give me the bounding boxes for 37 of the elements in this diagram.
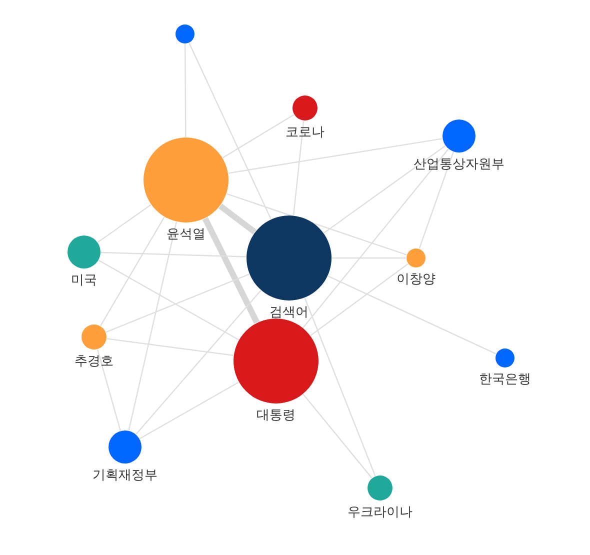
connector-line xyxy=(100,216,165,326)
connector-line xyxy=(218,204,257,234)
connector-line xyxy=(139,382,239,440)
connector-line xyxy=(328,276,496,354)
node-label: 이창양 xyxy=(396,272,436,288)
node-label: 미국 xyxy=(71,273,97,289)
node-label: 윤석열 xyxy=(166,227,206,243)
connector-line xyxy=(226,193,407,256)
connector-line xyxy=(332,257,406,259)
connector-line xyxy=(304,298,376,476)
connector-line xyxy=(188,42,272,220)
node-label: 한국은행 xyxy=(479,372,531,388)
node-label: 대통령 xyxy=(256,408,296,424)
connector-line xyxy=(302,394,372,478)
connector-line xyxy=(310,263,408,336)
node-label: 코로나 xyxy=(286,125,324,141)
node-label: 기획재정부 xyxy=(92,468,158,484)
connector-line xyxy=(128,222,177,431)
connector-line xyxy=(228,138,442,174)
connector-line xyxy=(292,120,304,216)
connector-line xyxy=(106,338,234,356)
connector-line xyxy=(96,349,121,431)
node-label: 추경호 xyxy=(74,354,114,370)
connector-line xyxy=(100,252,246,258)
node-label: 산업통상자원부 xyxy=(414,157,504,173)
connector-line xyxy=(302,148,449,328)
connector-line xyxy=(222,114,294,158)
connector-line xyxy=(98,204,152,243)
connector-line xyxy=(106,274,250,333)
node-label: 검색어 xyxy=(270,305,308,321)
connector-line xyxy=(202,217,260,324)
connector-line xyxy=(136,290,262,435)
connector-line xyxy=(324,145,446,234)
node-label: 우크라이나 xyxy=(348,505,412,521)
connector-line xyxy=(184,44,186,137)
connector-line xyxy=(98,260,239,340)
connector-line xyxy=(418,152,454,249)
